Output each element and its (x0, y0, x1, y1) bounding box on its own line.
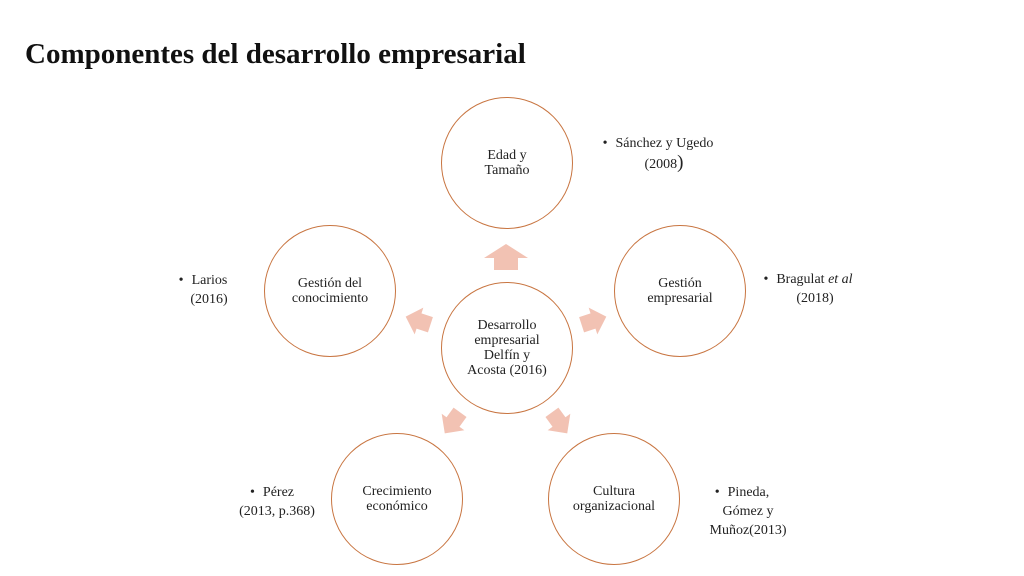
center-node-label: Desarrollo empresarial Delfín y Acosta (… (467, 318, 547, 378)
arrow-to-edad (484, 244, 528, 270)
node-gestion-conocimiento-label: Gestión del conocimiento (291, 276, 369, 306)
node-cultura-organizacional-label: Cultura organizacional (572, 484, 656, 514)
node-cultura-organizacional: Cultura organizacional (548, 433, 680, 565)
node-edad-tamano-label: Edad y Tamaño (484, 148, 530, 178)
arrow-to-cultura (545, 407, 571, 434)
node-gestion-empresarial-label: Gestión empresarial (647, 276, 713, 306)
node-edad-tamano: Edad y Tamaño (441, 97, 573, 229)
note-edad-tamano: •Sánchez y Ugedo (2008) (602, 136, 714, 173)
note-crecimiento-economico: •Pérez (2013, p.368) (239, 485, 315, 519)
note-gestion-conocimiento: •Larios (2016) (178, 273, 228, 307)
node-gestion-conocimiento: Gestión del conocimiento (264, 225, 396, 357)
arrow-to-gestion-empresarial (579, 307, 607, 335)
arrow-to-gestion-conocimiento (405, 307, 433, 335)
page-title: Componentes del desarrollo empresarial (25, 38, 526, 70)
node-crecimiento-economico-label: Crecimiento económico (362, 484, 432, 514)
node-gestion-empresarial: Gestión empresarial (614, 225, 746, 357)
center-node: Desarrollo empresarial Delfín y Acosta (… (441, 282, 573, 414)
node-crecimiento-economico: Crecimiento económico (331, 433, 463, 565)
note-cultura-organizacional: •Pineda, Gómez y Muñoz(2013) (709, 485, 787, 538)
note-gestion-empresarial: •Bragulat et al (2018) (763, 272, 853, 306)
arrow-to-crecimiento (441, 407, 467, 434)
